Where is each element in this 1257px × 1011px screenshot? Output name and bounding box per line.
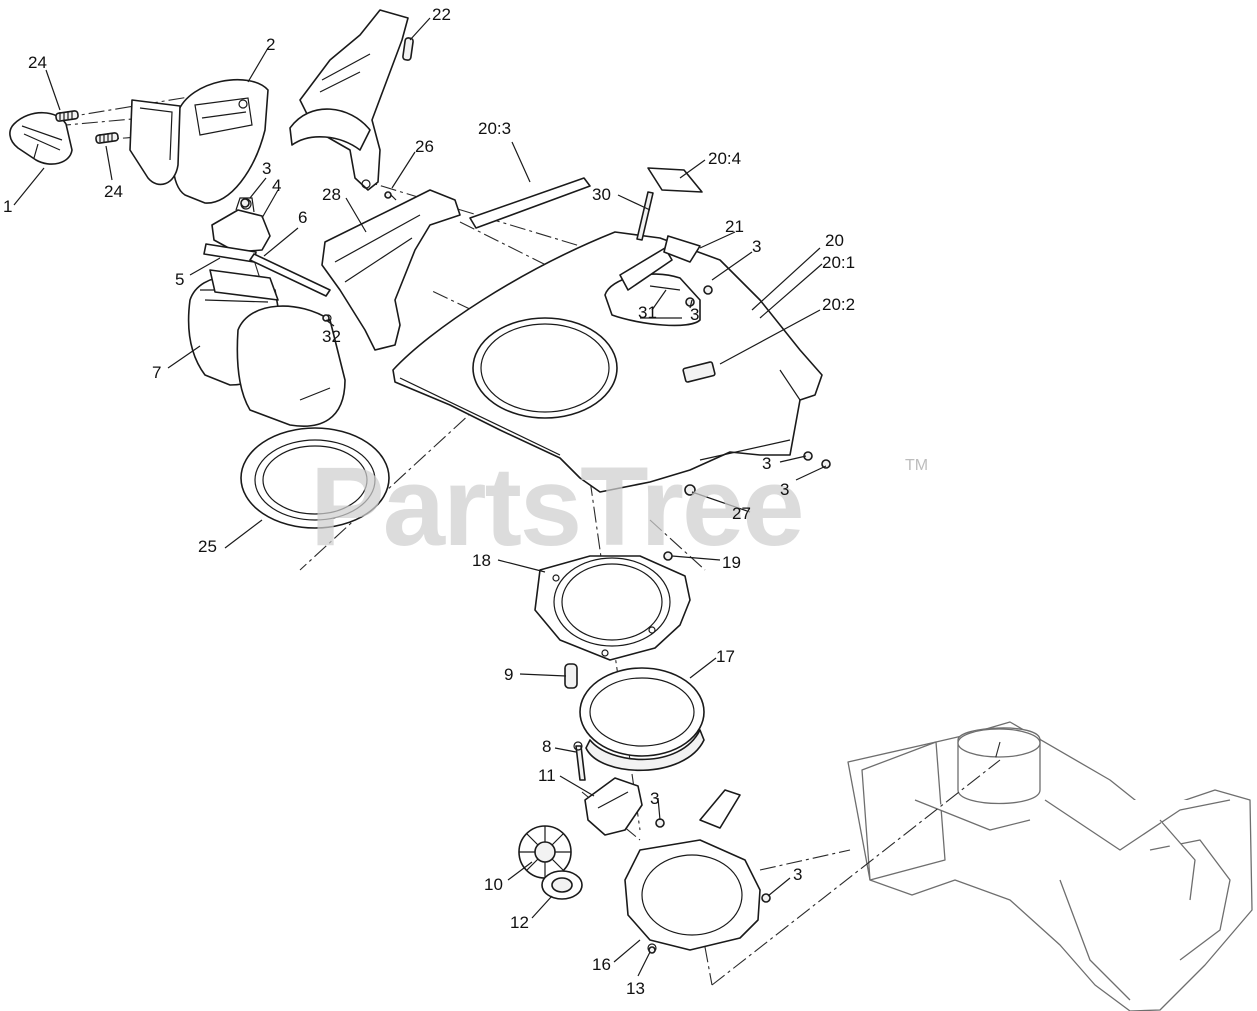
callout-32: 32 [322,327,341,346]
callout-31: 31 [638,303,657,322]
part-spring-lower [95,132,119,144]
callout-26: 26 [415,137,434,156]
callout-25: 25 [198,537,217,556]
callout-30: 30 [592,185,611,204]
part-screws [240,191,831,954]
part-bolt-long [573,741,586,781]
callout-9: 9 [504,665,513,684]
part-bearing [541,870,583,900]
callout-5: 5 [175,270,184,289]
callout-16: 16 [592,955,611,974]
callout-22: 22 [432,5,451,24]
part-main-housing [392,231,823,493]
callout-2: 2 [266,35,275,54]
callout-3e: 3 [780,480,789,499]
part-pinion-gear [518,825,572,879]
callout-labels: 24 2 22 1 24 3 4 26 20:3 20:4 30 28 6 21… [3,5,855,998]
part-handle [9,112,73,165]
callout-3c: 3 [690,305,699,324]
callout-3b: 3 [752,237,761,256]
callout-17: 17 [716,647,735,666]
callout-3a: 3 [262,159,271,178]
callout-13: 13 [626,979,645,998]
part-deflector [187,269,346,427]
callout-19: 19 [722,553,741,572]
callout-7: 7 [152,363,161,382]
part-gear-plate [534,555,691,661]
leader-lines [13,17,827,977]
part-spring-upper [55,110,79,122]
callout-10: 10 [484,875,503,894]
callout-24b: 24 [104,182,123,201]
callout-3g: 3 [793,865,802,884]
callout-4: 4 [272,176,281,195]
part-chute-lower [321,189,461,351]
callout-24a: 24 [28,53,47,72]
callout-12: 12 [510,913,529,932]
part-lower-housing [624,789,761,953]
part-decal-short [647,167,703,193]
callout-20-1: 20:1 [822,253,855,272]
part-gasket-ring [240,427,390,529]
callout-3f: 3 [650,789,659,808]
part-pin [636,191,654,241]
callout-6: 6 [298,208,307,227]
callout-21: 21 [725,217,744,236]
auger-housing-ghost [847,721,1253,1011]
watermark-text: PartsTree [310,444,803,569]
callout-27: 27 [732,504,751,523]
part-dowel [564,663,578,689]
callout-1: 1 [3,197,12,216]
part-ring-gear [579,667,705,772]
callout-20: 20 [825,231,844,250]
callout-20-3: 20:3 [478,119,511,138]
part-decal-long [469,177,591,229]
callout-20-4: 20:4 [708,149,741,168]
part-bracket-assembly [203,197,331,297]
part-chute-handle [289,9,414,191]
callout-28: 28 [322,185,341,204]
callout-8: 8 [542,737,551,756]
callout-18: 18 [472,551,491,570]
part-control-panel [129,78,269,204]
watermark-trademark: TM [905,457,928,474]
callout-11: 11 [538,766,556,785]
callout-3d: 3 [762,454,771,473]
callout-20-2: 20:2 [822,295,855,314]
part-gear-cover [584,777,643,836]
